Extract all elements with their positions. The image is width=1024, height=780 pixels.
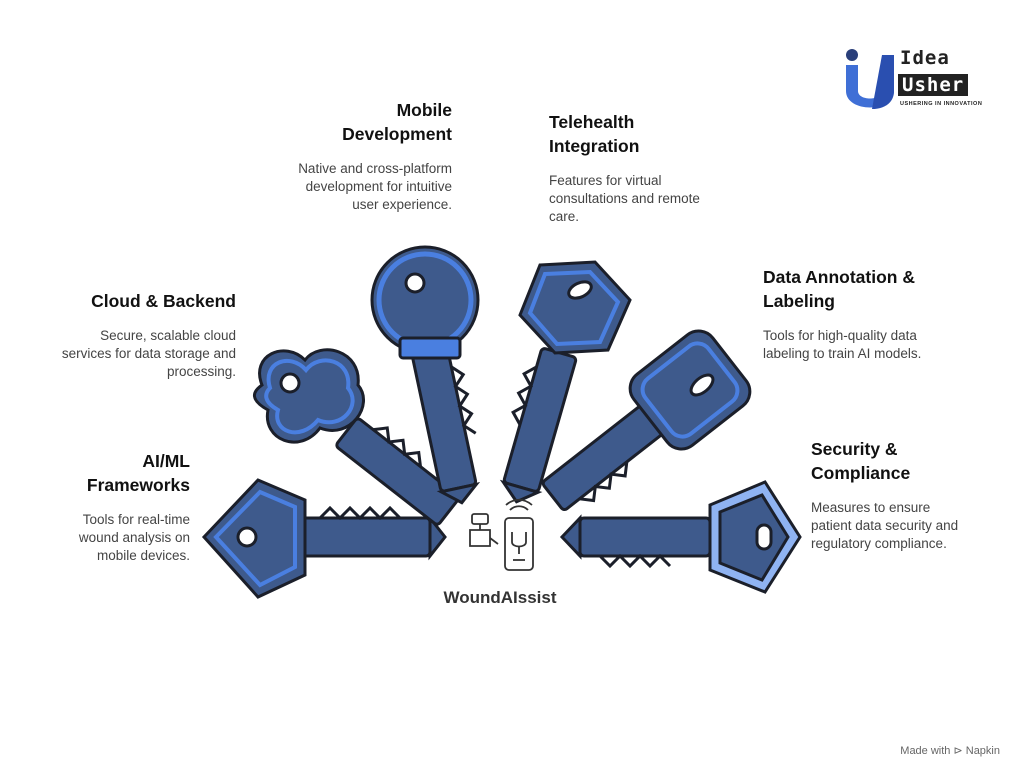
made-with-napkin: Made with ⊳ Napkin <box>900 745 1000 757</box>
feature-security-title: Security & Compliance <box>811 439 911 483</box>
key-cloud <box>253 348 460 526</box>
device-icon <box>469 498 534 571</box>
logo-word-usher: Usher <box>898 74 969 96</box>
feature-mobile-desc: Native and cross-platform development fo… <box>298 161 452 212</box>
feature-telehealth-desc: Features for virtual consultations and r… <box>549 173 700 224</box>
key-security <box>559 480 802 594</box>
feature-security: Security & Compliance Measures to ensure… <box>811 437 971 553</box>
feature-cloud-desc: Secure, scalable cloud services for data… <box>61 328 236 379</box>
feature-data-desc: Tools for high-quality data labeling to … <box>763 328 922 361</box>
feature-security-desc: Measures to ensure patient data security… <box>811 500 959 551</box>
feature-telehealth: Telehealth Integration Features for virt… <box>549 110 709 226</box>
feature-cloud-title: Cloud & Backend <box>91 291 236 311</box>
key-ai-ml <box>201 478 447 599</box>
key-telehealth <box>499 260 632 504</box>
logo-word-idea: Idea <box>900 47 950 69</box>
center-label: WoundAIssist <box>443 588 557 607</box>
feature-data: Data Annotation & Labeling Tools for hig… <box>763 265 943 363</box>
logo-mark-icon <box>846 49 894 109</box>
feature-telehealth-title: Telehealth Integration <box>549 112 640 156</box>
feature-mobile-title: Mobile Development <box>342 100 452 144</box>
key-data <box>541 329 752 512</box>
key-mobile <box>370 245 481 505</box>
feature-ai-desc: Tools for real-time wound analysis on mo… <box>78 512 190 563</box>
feature-ai-title: AI/ML Frameworks <box>86 451 190 495</box>
logo-tagline: USHERING IN INNOVATION <box>900 101 983 107</box>
feature-data-title: Data Annotation & Labeling <box>763 267 915 311</box>
feature-cloud: Cloud & Backend Secure, scalable cloud s… <box>50 289 236 381</box>
idea-usher-logo: Idea Usher USHERING IN INNOVATION <box>842 47 1002 117</box>
feature-mobile: Mobile Development Native and cross-plat… <box>290 98 452 214</box>
feature-ai: AI/ML Frameworks Tools for real-time wou… <box>40 449 190 565</box>
